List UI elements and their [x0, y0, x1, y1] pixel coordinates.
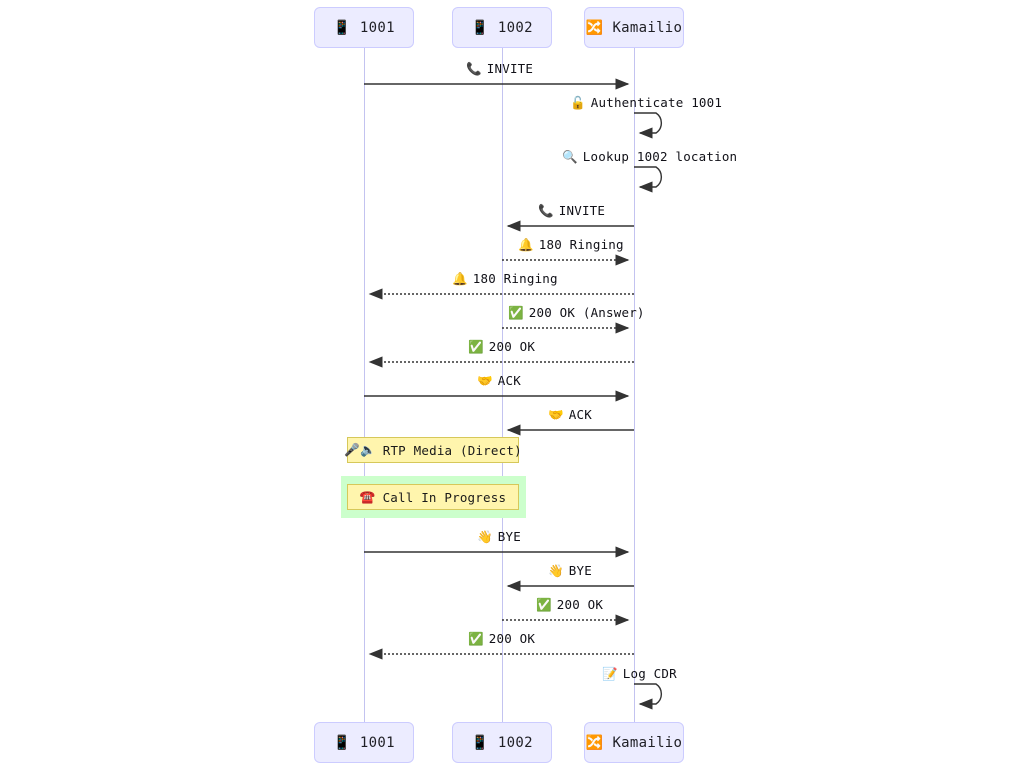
message-text: ACK [568, 407, 592, 422]
unlocked-padlock-icon: 🔓 [570, 95, 586, 110]
arrow-lookup-self [634, 166, 662, 193]
handshake-icon: 🤝 [548, 407, 564, 422]
message-label-200ok-2: ✅ 200 OK [536, 597, 603, 612]
message-label-lookup: 🔍 Lookup 1002 location [562, 149, 737, 164]
message-text: BYE [568, 563, 592, 578]
message-label-ack-1: 🤝 ACK [477, 373, 521, 388]
arrow-authenticate-self [634, 112, 662, 139]
message-label-bye-1: 👋 BYE [477, 529, 521, 544]
message-text: Authenticate 1001 [590, 95, 723, 110]
actor-label: 1002 [497, 734, 533, 751]
actor-label: 1002 [497, 19, 533, 36]
actor-label: Kamailio [612, 19, 683, 36]
message-text: Log CDR [622, 666, 677, 681]
check-mark-icon: ✅ [468, 339, 484, 354]
microphone-speaker-icon: 🎤🔈 [344, 442, 376, 457]
message-text: Lookup 1002 location [582, 149, 738, 164]
shuffle-icon: 🔀 [585, 734, 604, 751]
mobile-phone-icon: 📱 [471, 734, 489, 751]
message-label-bye-2: 👋 BYE [548, 563, 592, 578]
actor-top-kamailio[interactable]: 🔀 Kamailio [584, 7, 684, 48]
message-label-ringing-2: 🔔 180 Ringing [452, 271, 558, 286]
check-mark-icon: ✅ [468, 631, 484, 646]
check-mark-icon: ✅ [536, 597, 552, 612]
bell-icon: 🔔 [452, 271, 468, 286]
magnifying-glass-icon: 🔍 [562, 149, 578, 164]
lifeline-kamailio [634, 48, 635, 722]
message-text: 200 OK (Answer) [528, 305, 645, 320]
lifeline-1002 [502, 48, 503, 722]
waving-hand-icon: 👋 [548, 563, 564, 578]
handshake-icon: 🤝 [477, 373, 493, 388]
message-text: BYE [497, 529, 521, 544]
bell-icon: 🔔 [518, 237, 534, 252]
message-text: 180 Ringing [472, 271, 558, 286]
note-rtp-media: 🎤🔈 RTP Media (Direct) [344, 437, 522, 463]
message-label-ack-2: 🤝 ACK [548, 407, 592, 422]
message-label-authenticate: 🔓 Authenticate 1001 [570, 95, 722, 110]
note-call-in-progress: ☎️ Call In Progress [347, 484, 519, 510]
memo-icon: 📝 [602, 666, 618, 681]
mobile-phone-icon: 📱 [333, 734, 351, 751]
actor-bottom-kamailio[interactable]: 🔀 Kamailio [584, 722, 684, 763]
telephone-receiver-icon: 📞 [466, 61, 482, 76]
message-text: 200 OK [488, 339, 536, 354]
shuffle-icon: 🔀 [585, 19, 604, 36]
actor-top-1001[interactable]: 📱 1001 [314, 7, 414, 48]
message-label-ringing-1: 🔔 180 Ringing [518, 237, 624, 252]
arrow-log-cdr-self [634, 683, 662, 710]
message-text: 200 OK [556, 597, 604, 612]
lifeline-1001 [364, 48, 365, 722]
message-label-200ok-answer: ✅ 200 OK (Answer) [508, 305, 645, 320]
note-text: RTP Media (Direct) [382, 442, 522, 458]
telephone-receiver-icon: 📞 [538, 203, 554, 218]
message-label-invite-1: 📞 INVITE [466, 61, 533, 76]
message-label-200ok-1: ✅ 200 OK [468, 339, 535, 354]
actor-label: 1001 [359, 734, 395, 751]
telephone-icon: ☎️ [359, 489, 376, 504]
actor-bottom-1002[interactable]: 📱 1002 [452, 722, 552, 763]
waving-hand-icon: 👋 [477, 529, 493, 544]
note-text: Call In Progress [382, 489, 507, 505]
actor-top-1002[interactable]: 📱 1002 [452, 7, 552, 48]
actor-label: Kamailio [612, 734, 683, 751]
mobile-phone-icon: 📱 [471, 19, 489, 36]
mobile-phone-icon: 📱 [333, 19, 351, 36]
message-text: 200 OK [488, 631, 536, 646]
check-mark-icon: ✅ [508, 305, 524, 320]
message-text: INVITE [558, 203, 606, 218]
message-text: ACK [497, 373, 521, 388]
message-label-log-cdr: 📝 Log CDR [602, 666, 677, 681]
message-label-200ok-3: ✅ 200 OK [468, 631, 535, 646]
message-text: 180 Ringing [538, 237, 624, 252]
actor-label: 1001 [359, 19, 395, 36]
actor-bottom-1001[interactable]: 📱 1001 [314, 722, 414, 763]
message-label-invite-2: 📞 INVITE [538, 203, 605, 218]
message-text: INVITE [486, 61, 534, 76]
